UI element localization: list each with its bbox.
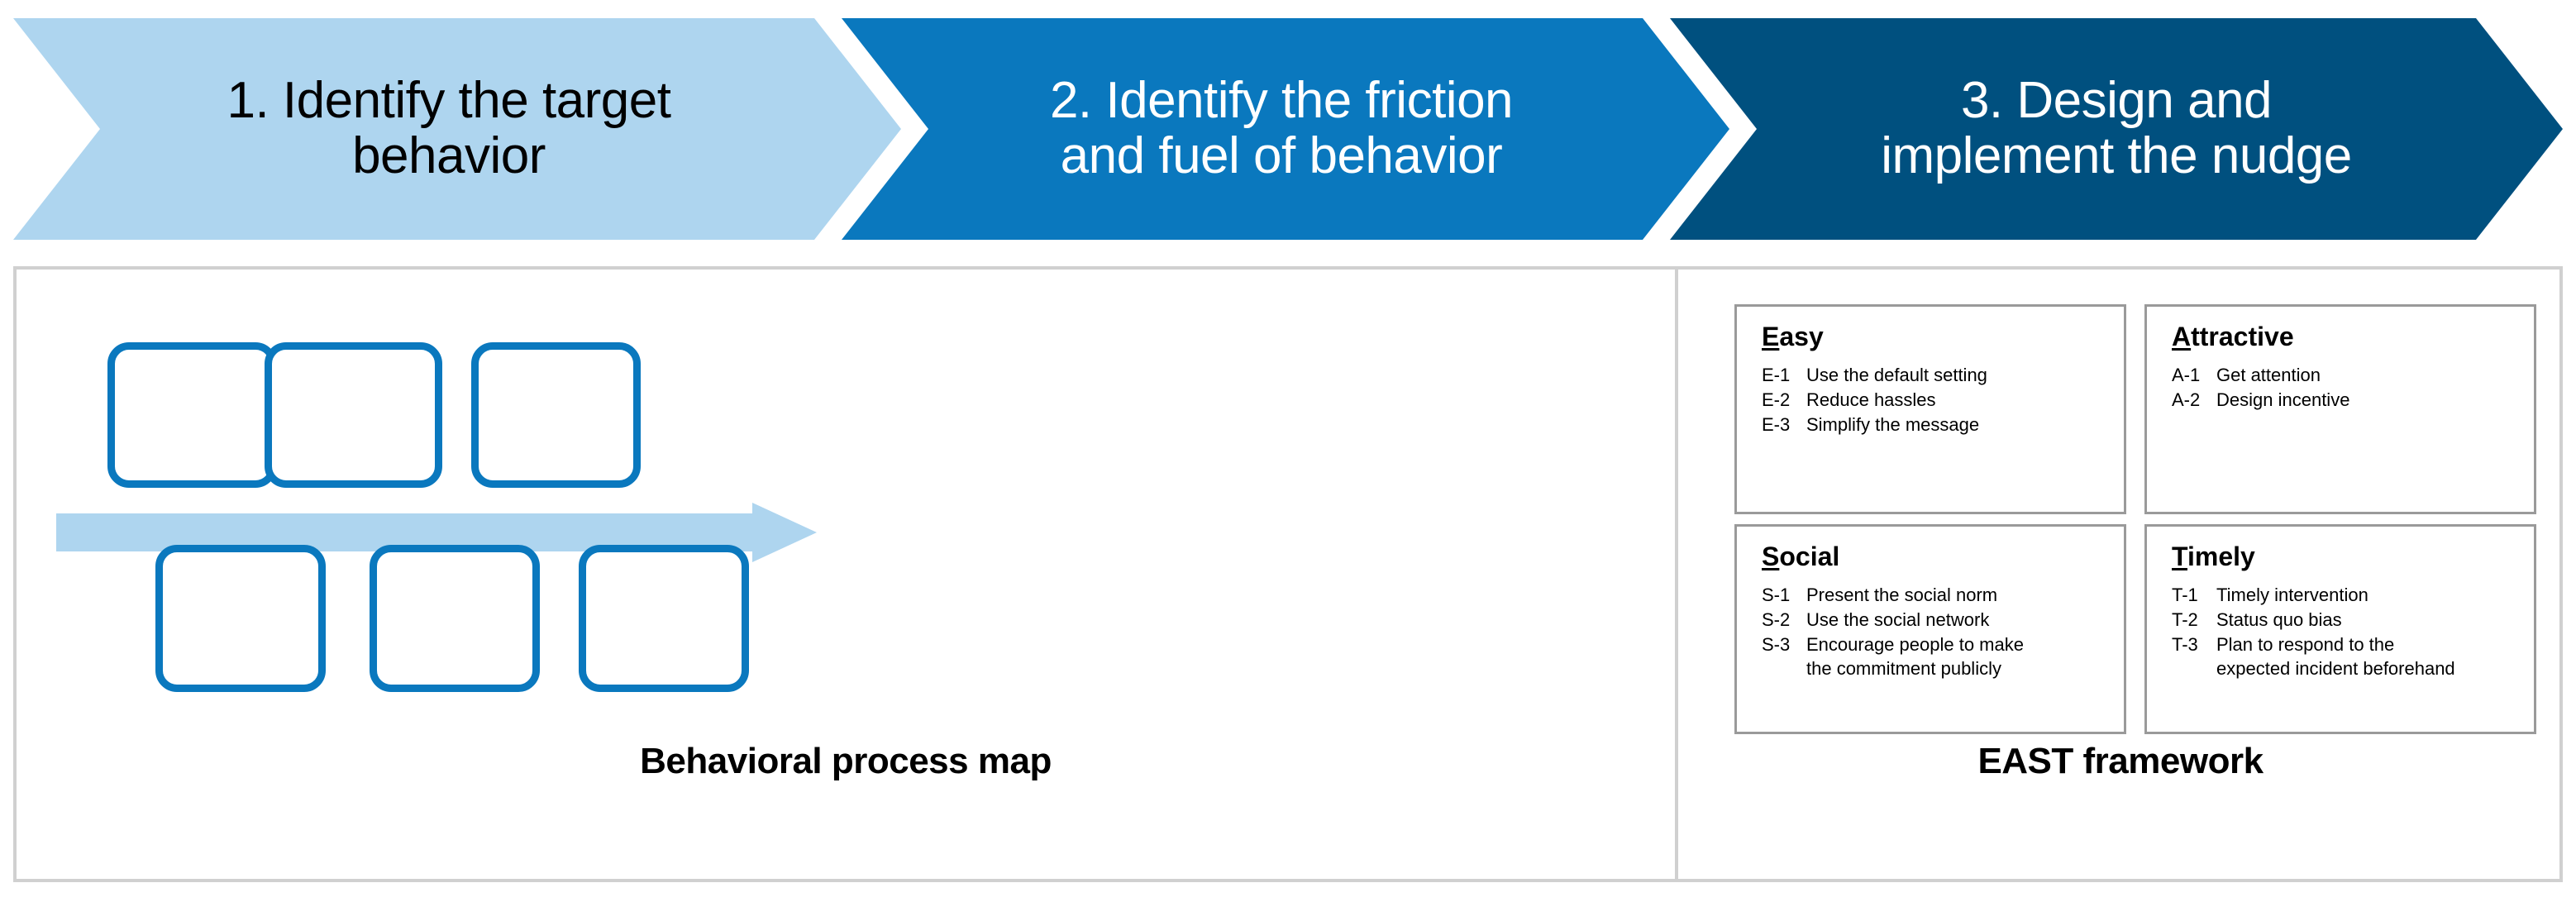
step-chevron-3[interactable]: 3. Design and implement the nudge: [1670, 18, 2563, 240]
east-timely-initial: T: [2172, 542, 2187, 571]
east-card-attractive[interactable]: Attractive A-1 Get attention A-2 Design …: [2144, 304, 2536, 514]
east-card-timely[interactable]: Timely T-1 Timely intervention T-2 Statu…: [2144, 524, 2536, 734]
process-step-box-top-1[interactable]: [107, 342, 277, 488]
process-step-box-bottom-2[interactable]: [370, 545, 540, 692]
east-item-desc: Encourage people to make the commitment …: [1806, 634, 2024, 680]
east-item: S-1 Present the social norm: [1762, 583, 2104, 607]
east-item: S-2 Use the social network: [1762, 608, 2104, 632]
content-frame: Behavioral process map Easy E-1 Use the …: [13, 266, 2563, 882]
east-item: E-3 Simplify the message: [1762, 413, 2104, 437]
east-item: T-3 Plan to respond to the expected inci…: [2172, 632, 2514, 680]
east-card-easy[interactable]: Easy E-1 Use the default setting E-2 Red…: [1734, 304, 2126, 514]
east-item-desc: Plan to respond to the expected incident…: [2216, 634, 2455, 680]
east-card-attractive-title: Attractive: [2172, 323, 2514, 350]
east-item-code: A-2: [2172, 389, 2201, 411]
east-item-desc: Get attention: [2216, 365, 2321, 385]
east-item-desc: Simplify the message: [1806, 414, 1980, 436]
panel-divider: [1675, 270, 1678, 879]
east-timely-rest: imely: [2187, 542, 2255, 571]
east-card-timely-title: Timely: [2172, 543, 2514, 570]
east-item: A-1 Get attention: [2172, 363, 2514, 387]
east-item-desc: Timely intervention: [2216, 585, 2368, 605]
east-card-social-title: Social: [1762, 543, 2104, 570]
east-item: A-2 Design incentive: [2172, 388, 2514, 412]
east-attractive-initial: A: [2172, 322, 2192, 351]
east-item-desc: Reduce hassles: [1806, 389, 1936, 411]
east-item-code: T-3: [2172, 634, 2198, 656]
east-item-code: E-2: [1762, 389, 1791, 411]
east-social-initial: S: [1762, 542, 1780, 571]
step-chevron-1[interactable]: 1. Identify the target behavior: [13, 18, 901, 240]
process-map-caption: Behavioral process map: [640, 741, 1052, 781]
east-framework-panel: Easy E-1 Use the default setting E-2 Red…: [1678, 270, 2563, 879]
process-step-box-bottom-3[interactable]: [579, 545, 749, 692]
east-item-code: S-1: [1762, 585, 1791, 605]
east-item: T-1 Timely intervention: [2172, 583, 2514, 607]
east-item-code: E-3: [1762, 414, 1791, 436]
step-3-label: 3. Design and implement the nudge: [1881, 72, 2352, 184]
process-steps-band: 1. Identify the target behavior 2. Ident…: [0, 0, 2576, 248]
east-card-social[interactable]: Social S-1 Present the social norm S-2 U…: [1734, 524, 2126, 734]
process-step-box-top-2[interactable]: [265, 342, 442, 488]
east-item-code: T-2: [2172, 609, 2198, 631]
east-item-desc: Status quo bias: [2216, 609, 2342, 631]
east-framework-caption: EAST framework: [1977, 741, 2264, 781]
east-item-desc: Present the social norm: [1806, 585, 1998, 605]
east-social-rest: ocial: [1779, 542, 1840, 571]
east-attractive-items: A-1 Get attention A-2 Design incentive: [2172, 363, 2514, 412]
east-attractive-rest: ttractive: [2191, 322, 2294, 351]
east-item-desc: Use the social network: [1806, 609, 1990, 631]
east-item-code: S-3: [1762, 634, 1791, 656]
east-card-grid: Easy E-1 Use the default setting E-2 Red…: [1734, 304, 2536, 734]
behavioral-process-map-panel: Behavioral process map: [17, 270, 1675, 879]
east-item-desc: Design incentive: [2216, 389, 2350, 411]
east-item: T-2 Status quo bias: [2172, 608, 2514, 632]
east-easy-initial: E: [1762, 322, 1780, 351]
step-1-label: 1. Identify the target behavior: [227, 72, 671, 184]
east-item-code: E-1: [1762, 365, 1791, 385]
east-social-items: S-1 Present the social norm S-2 Use the …: [1762, 583, 2104, 680]
step-2-label: 2. Identify the friction and fuel of beh…: [1049, 72, 1514, 184]
process-step-box-bottom-1[interactable]: [155, 545, 326, 692]
step-chevron-2[interactable]: 2. Identify the friction and fuel of beh…: [842, 18, 1729, 240]
process-step-box-top-3[interactable]: [471, 342, 641, 488]
east-easy-items: E-1 Use the default setting E-2 Reduce h…: [1762, 363, 2104, 437]
east-item: E-2 Reduce hassles: [1762, 388, 2104, 412]
east-item-desc: Use the default setting: [1806, 365, 1987, 385]
east-item: E-1 Use the default setting: [1762, 363, 2104, 387]
east-item: S-3 Encourage people to make the commitm…: [1762, 632, 2104, 680]
east-timely-items: T-1 Timely intervention T-2 Status quo b…: [2172, 583, 2514, 680]
east-item-code: S-2: [1762, 609, 1791, 631]
east-item-code: A-1: [2172, 365, 2201, 385]
east-item-code: T-1: [2172, 585, 2198, 605]
east-card-easy-title: Easy: [1762, 323, 2104, 350]
east-easy-rest: asy: [1779, 322, 1824, 351]
